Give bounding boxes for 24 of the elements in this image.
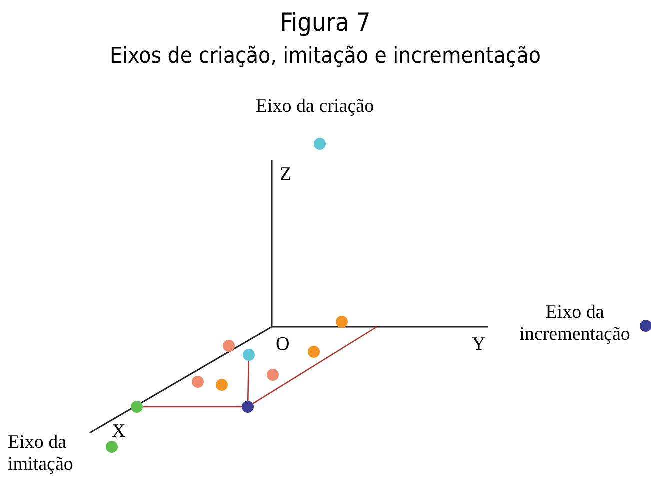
connector-line <box>252 326 378 404</box>
data-point <box>216 379 228 391</box>
connector-line <box>143 406 242 408</box>
data-point <box>243 349 255 361</box>
axis-label: X <box>112 421 126 443</box>
axis-label: Eixo da incrementação <box>518 302 632 346</box>
figure-title: Figura 7 <box>279 8 372 37</box>
axis-label: Z <box>280 164 292 186</box>
axis-label: O <box>276 334 290 356</box>
data-point <box>308 346 320 358</box>
data-point <box>267 369 279 381</box>
data-point <box>106 441 118 453</box>
data-point <box>131 401 143 413</box>
data-point <box>336 316 348 328</box>
figure-subtitle: Eixos de criação, imitação e incrementação <box>109 44 542 69</box>
axis-label: Eixo da criação <box>254 96 376 118</box>
data-point <box>223 340 235 352</box>
axis-label: Y <box>472 334 486 356</box>
axis-label: Eixo da imitação <box>8 432 74 476</box>
data-point <box>192 376 204 388</box>
data-point <box>640 320 651 332</box>
connector-line <box>247 360 250 402</box>
data-point <box>314 138 326 150</box>
data-point <box>242 401 254 413</box>
